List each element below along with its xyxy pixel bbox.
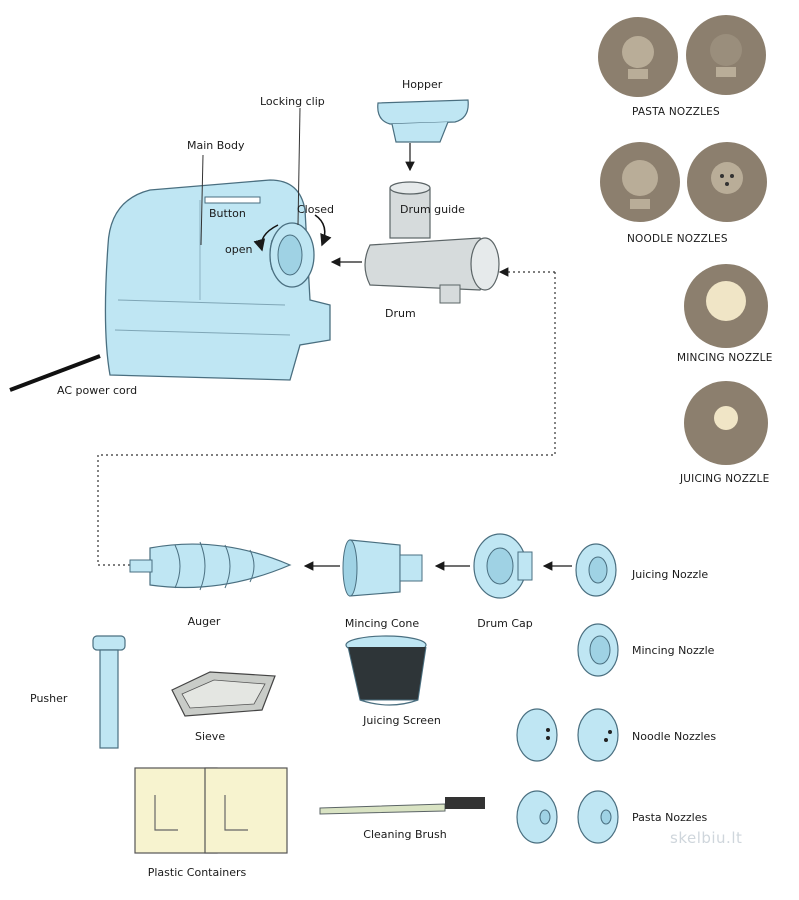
label-mincing-cone: Mincing Cone [344,617,420,630]
label-locking-clip: Locking clip [260,95,325,108]
label-noodle-nozzles-photo: NOODLE NOZZLES [627,233,728,245]
nozzle-photos [598,15,768,465]
auger-illustration [129,541,292,591]
label-drum: Drum [385,307,416,320]
locking-clip-illustration [269,222,315,288]
label-drum-guide: Drum guide [400,203,465,216]
pasta-nozzle-illustration-1 [516,790,558,844]
label-pasta-nozzles-photo: PASTA NOZZLES [632,106,720,118]
noodle-nozzle-photo-2 [687,142,767,222]
main-body-illustration [104,179,331,381]
plastic-containers-illustration [134,767,288,854]
mincing-nozzle-illustration [577,623,619,677]
juicing-screen-illustration [345,635,427,706]
label-juicing-nozzle-photo: JUICING NOZZLE [680,473,770,485]
noodle-nozzle-photo-1 [600,142,680,222]
juicing-nozzle-photo [684,381,768,465]
mincing-cone-illustration [342,539,423,597]
noodle-nozzle-illustration-2 [577,708,619,762]
pasta-nozzle-photo-2 [686,15,766,95]
mincing-nozzle-photo [684,264,768,348]
label-mincing-nozzle-photo: MINCING NOZZLE [677,352,773,364]
watermark: skelbiu.lt [670,829,743,847]
hopper-illustration [377,99,469,143]
pusher-illustration [92,635,126,749]
label-open: open [225,243,253,256]
label-plastic-containers: Plastic Containers [147,866,247,879]
ac-power-cord-illustration [9,354,101,392]
label-main-body: Main Body [187,139,245,152]
drum-cap-illustration [473,533,533,599]
label-pusher: Pusher [30,692,68,705]
label-sieve: Sieve [195,730,226,743]
label-ac-power-cord: AC power cord [57,384,138,397]
cleaning-brush-illustration [319,797,485,815]
label-pasta-nozzles: Pasta Nozzles [632,811,708,824]
juicing-nozzle-illustration [575,543,617,597]
sieve-illustration [171,671,276,717]
pasta-nozzle-photo-1 [598,17,678,97]
drum-illustration [364,181,500,304]
label-drum-cap: Drum Cap [477,617,533,630]
pasta-nozzle-illustration-2 [577,790,619,844]
label-noodle-nozzles: Noodle Nozzles [632,730,717,743]
label-closed: Closed [297,203,334,216]
noodle-nozzle-illustration-1 [516,708,558,762]
label-juicing-nozzle: Juicing Nozzle [632,568,709,581]
label-button: Button [209,207,246,220]
label-mincing-nozzle: Mincing Nozzle [632,644,715,657]
label-juicing-screen: Juicing Screen [363,714,441,727]
label-hopper: Hopper [402,78,443,91]
label-auger: Auger [187,615,221,628]
label-cleaning-brush: Cleaning Brush [363,828,447,841]
